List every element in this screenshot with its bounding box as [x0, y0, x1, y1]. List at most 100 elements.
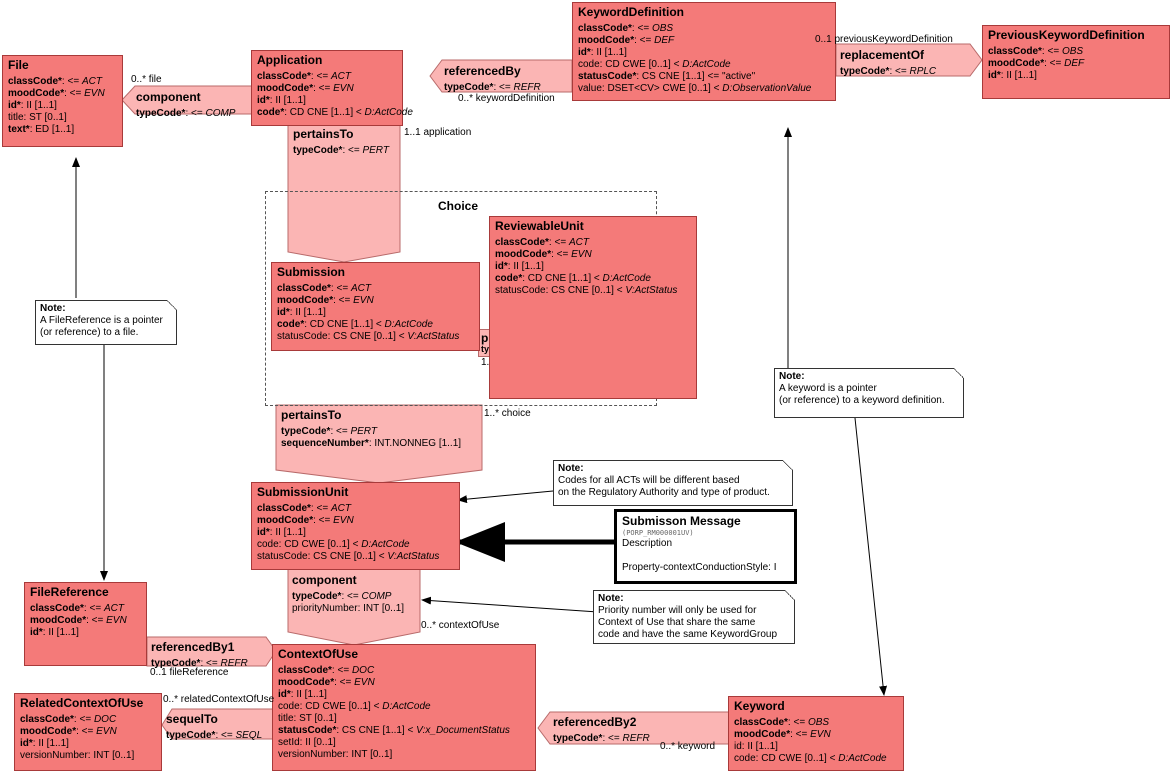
- attribute-row: classCode*: <= OBS: [988, 46, 1164, 58]
- attribute-text: RPLC: [909, 66, 937, 77]
- attribute-text: : CS CNE [1..1] <: [336, 725, 417, 736]
- cardinality-related-context-of-use: 0..* relatedContextOfUse: [163, 694, 275, 705]
- attribute-text: EVN: [333, 515, 354, 526]
- attribute-text: OBS: [1061, 46, 1084, 57]
- attribute-text: typeCode*: [840, 66, 890, 77]
- choice-label: Choice: [438, 199, 479, 213]
- attribute-text: REFR: [513, 82, 541, 93]
- attribute-row: classCode*: <= OBS: [578, 23, 830, 35]
- referenced-by1-shape: [146, 636, 277, 667]
- attribute-row: moodCode*: <= DEF: [578, 35, 830, 47]
- attribute-row: typeCode*: <= COMP: [292, 591, 404, 603]
- attribute-text: : <=: [185, 108, 206, 119]
- attribute-text: id*: [277, 307, 290, 318]
- attribute-text: : <=: [310, 71, 331, 82]
- attribute-row: id*: II [1..1]: [578, 47, 830, 59]
- attribute-text: : II [1..1]: [1000, 70, 1037, 81]
- cardinality-keyword-definition: 0..* keywordDefinition: [458, 93, 555, 104]
- attribute-row: code*: CD CNE [1..1] < D:ActCode: [277, 319, 474, 331]
- attribute-text: typeCode*: [281, 426, 331, 437]
- attribute-text: EVN: [810, 729, 831, 740]
- note-line: on the Regulatory Authority and type of …: [558, 487, 770, 498]
- attribute-text: : <=: [83, 603, 104, 614]
- attribute-text: : CD CNE [1..1] <: [304, 319, 385, 330]
- cardinality-keyword: 0..* keyword: [660, 741, 716, 752]
- class-title: PreviousKeywordDefinition: [988, 28, 1145, 42]
- attribute-text: SEQL: [235, 730, 263, 741]
- attribute-text: classCode*: [277, 283, 331, 294]
- attribute-text: ACT: [350, 283, 371, 294]
- attribute-row: moodCode*: <= EVN: [277, 295, 474, 307]
- attribute-row: typeCode*: <= REFR: [151, 658, 248, 670]
- class-title: RelatedContextOfUse: [20, 696, 144, 710]
- attribute-text: : <=: [548, 237, 569, 248]
- attribute-text: D:ActCode: [364, 107, 413, 118]
- attribute-text: : <=: [551, 249, 572, 260]
- relationship-title: pertainsTo: [281, 408, 342, 422]
- attribute-row: id*: II [1..1]: [495, 261, 691, 273]
- attribute-text: id*: [257, 95, 270, 106]
- note-line: code and have the same KeywordGroup: [598, 629, 777, 640]
- attribute-text: EVN: [84, 88, 105, 99]
- attribute-row: value: DSET<CV> CWE [0..1] < D:Observati…: [578, 83, 830, 95]
- previous-keyword-definition-class[interactable]: PreviousKeywordDefinition classCode*: <= …: [982, 25, 1170, 99]
- attribute-text: V:ActStatus: [625, 285, 678, 296]
- attribute-row: title: ST [0..1]: [278, 713, 530, 725]
- attribute-text: : <=: [310, 503, 331, 514]
- note-title: Note:: [40, 303, 66, 314]
- attribute-text: classCode*: [257, 71, 311, 82]
- attribute-text: : <=: [787, 717, 808, 728]
- attribute-row: code: CD CWE [0..1] < D:ActCode: [257, 539, 454, 551]
- submission-message-box[interactable]: Submisson Message (PORP_RM000001UV) Desc…: [614, 509, 797, 584]
- attribute-text: typeCode*: [293, 145, 343, 156]
- class-title: Keyword: [734, 699, 785, 713]
- attribute-text: classCode*: [988, 46, 1042, 57]
- note-codes: Note:Codes for all ACTs will be differen…: [553, 460, 793, 506]
- attribute-text: statusCode: CS CNE [0..1] <: [495, 285, 626, 296]
- attribute-text: id*: [20, 738, 33, 749]
- attribute-row: statusCode: CS CNE [0..1] < V:ActStatus: [277, 331, 474, 343]
- attribute-row: id: II [1..1]: [734, 741, 898, 753]
- attribute-text: code*: [495, 273, 523, 284]
- note-line: Priority number will only be used for: [598, 605, 757, 616]
- attribute-text: setId: II [0..1]: [278, 737, 336, 748]
- attribute-row: id*: II [1..1]: [278, 689, 530, 701]
- message-id: (PORP_RM000001UV): [622, 529, 694, 537]
- attribute-text: EVN: [96, 726, 117, 737]
- attribute-row: code*: CD CNE [1..1] < D:ActCode: [495, 273, 691, 285]
- note-line: A FileReference is a pointer: [40, 315, 163, 326]
- attribute-text: id*: [8, 100, 21, 111]
- attribute-row: priorityNumber: INT [0..1]: [292, 603, 404, 615]
- attribute-text: text*: [8, 124, 30, 135]
- attribute-text: : <=: [73, 714, 94, 725]
- attribute-text: : CD CNE [1..1] <: [284, 107, 365, 118]
- attribute-text: : <=: [313, 83, 334, 94]
- attribute-row: moodCode*: <= EVN: [495, 249, 691, 261]
- attribute-text: code*: [277, 319, 305, 330]
- attribute-text: : II [1..1]: [42, 627, 79, 638]
- attribute-text: ACT: [81, 76, 102, 87]
- attribute-text: EVN: [571, 249, 592, 260]
- attribute-row: sequenceNumber*: INT.NONNEG [1..1]: [281, 438, 461, 450]
- attribute-text: typeCode*: [553, 733, 603, 744]
- attribute-row: moodCode*: <= EVN: [8, 88, 117, 100]
